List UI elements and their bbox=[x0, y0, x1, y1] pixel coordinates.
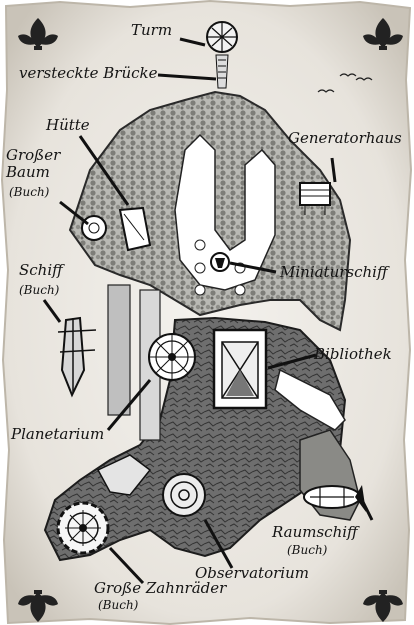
label-turm: Turm bbox=[131, 21, 173, 39]
huette-building bbox=[118, 206, 152, 252]
label-schiff: Schiff bbox=[19, 261, 63, 279]
label-versteckte-bruecke: versteckte Brücke bbox=[19, 64, 158, 82]
fleur-de-lis-icon bbox=[363, 18, 403, 50]
gear-icon bbox=[56, 501, 110, 555]
label-grosser-baum-note: (Buch) bbox=[9, 185, 50, 199]
label-grosse-zahnraeder: Große Zahnräder bbox=[94, 579, 227, 597]
west-dock-walkway bbox=[107, 284, 131, 416]
observatorium-gear bbox=[162, 473, 206, 517]
miniaturschiff-marker bbox=[210, 252, 230, 272]
label-huette: Hütte bbox=[46, 116, 90, 134]
label-generatorhaus: Generatorhaus bbox=[288, 129, 402, 147]
label-bibliothek: Bibliothek bbox=[314, 345, 392, 363]
label-raumschiff: Raumschiff bbox=[272, 523, 358, 541]
east-walkway bbox=[274, 368, 346, 431]
fleur-de-lis-icon bbox=[18, 18, 58, 50]
label-planetarium: Planetarium bbox=[11, 425, 105, 443]
main-path bbox=[174, 133, 276, 291]
fleur-de-lis-icon bbox=[18, 590, 58, 622]
grosser-baum-gear bbox=[81, 215, 107, 241]
leader-lines bbox=[42, 37, 374, 585]
bibliothek-building bbox=[212, 328, 268, 410]
label-observatorium: Observatorium bbox=[195, 564, 309, 582]
label-grosse-zahnraeder-note: (Buch) bbox=[98, 598, 139, 612]
label-raumschiff-note: (Buch) bbox=[287, 543, 328, 557]
planetarium-dome bbox=[148, 333, 196, 381]
label-miniaturschiff: Miniaturschiff bbox=[280, 263, 388, 281]
label-schiff-note: (Buch) bbox=[19, 283, 60, 297]
tower-icon bbox=[206, 21, 238, 89]
island-south bbox=[43, 316, 347, 562]
seagull-icon bbox=[317, 73, 373, 93]
label-grosser-baum: Großer Baum bbox=[6, 146, 61, 181]
fleur-de-lis-icon bbox=[363, 590, 403, 622]
generatorhaus-building bbox=[299, 182, 331, 215]
schiff-drawing bbox=[57, 316, 97, 398]
